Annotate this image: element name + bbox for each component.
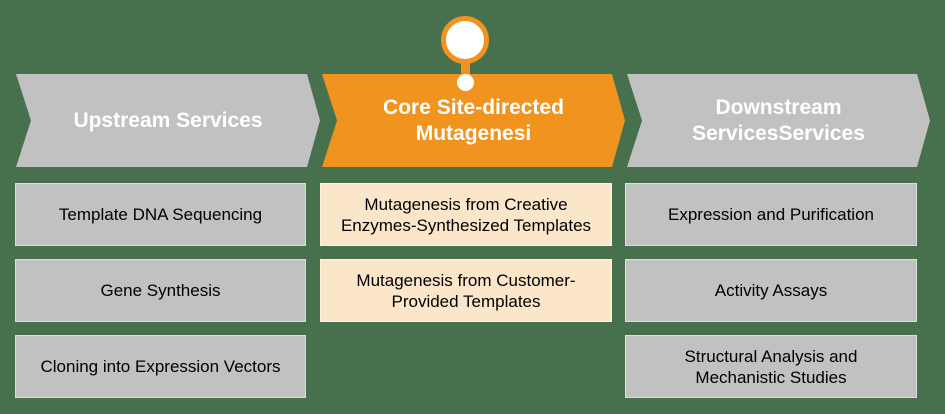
header-label: Core Site-directed — [383, 95, 564, 119]
header-upstream-services: Upstream Services — [16, 74, 320, 167]
header-label: Upstream Services — [73, 108, 263, 132]
pin-head-circle — [441, 16, 489, 64]
service-label: Mechanistic Studies — [695, 367, 847, 387]
service-label: Provided Templates — [391, 291, 541, 311]
header-core-site-directed-mutagenesis: Core Site-directed Mutagenesi — [322, 74, 625, 167]
service-box-mutagenesis-creative-enzymes-templates: Mutagenesis from Creative Enzymes-Synthe… — [320, 183, 612, 246]
service-box-gene-synthesis: Gene Synthesis — [15, 259, 306, 322]
header-label: Mutagenesi — [415, 121, 532, 145]
service-box-cloning-into-expression-vectors: Cloning into Expression Vectors — [15, 335, 306, 398]
service-label: Enzymes-Synthesized Templates — [340, 215, 592, 235]
service-box-activity-assays: Activity Assays — [625, 259, 917, 322]
service-label: Expression and Purification — [667, 205, 874, 224]
service-label: Structural Analysis and — [684, 346, 858, 366]
service-label: Mutagenesis from Creative — [364, 194, 568, 214]
pin-stem — [461, 60, 470, 80]
header-downstream-services: Downstream ServicesServices — [627, 74, 930, 167]
service-label: Gene Synthesis — [100, 281, 221, 300]
pin-dot — [457, 74, 474, 91]
service-box-structural-analysis-mechanistic-studies: Structural Analysis and Mechanistic Stud… — [625, 335, 917, 398]
service-box-expression-and-purification: Expression and Purification — [625, 183, 917, 246]
service-label: Activity Assays — [714, 281, 828, 300]
service-box-template-dna-sequencing: Template DNA Sequencing — [15, 183, 306, 246]
service-label: Template DNA Sequencing — [58, 205, 263, 224]
service-box-mutagenesis-customer-provided-templates: Mutagenesis from Customer- Provided Temp… — [320, 259, 612, 322]
service-label: Mutagenesis from Customer- — [356, 270, 576, 290]
header-label: Downstream — [715, 95, 842, 119]
header-label: ServicesServices — [692, 121, 865, 145]
service-label: Cloning into Expression Vectors — [40, 357, 281, 376]
